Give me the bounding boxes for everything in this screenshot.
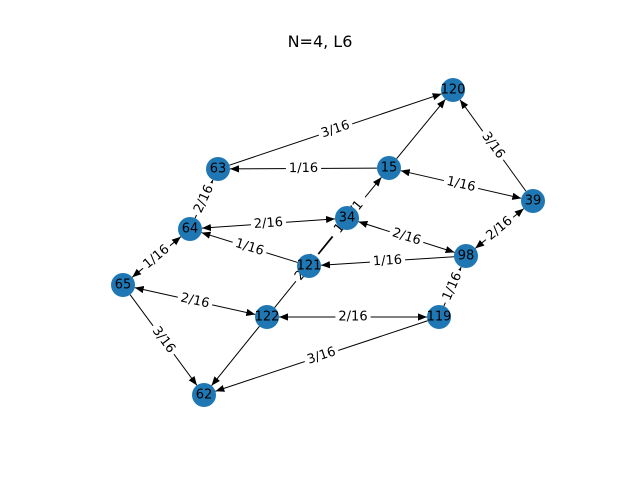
edge-label-background bbox=[442, 172, 480, 197]
edge-label: 2/16 bbox=[191, 183, 217, 216]
edge-label-background bbox=[480, 211, 519, 246]
node-34: 34 bbox=[335, 206, 359, 230]
node-label: 63 bbox=[210, 162, 227, 177]
edge-label-background bbox=[476, 126, 510, 165]
node-circle bbox=[377, 156, 401, 180]
edge-label-group: 1/16 bbox=[137, 239, 176, 275]
node-circle bbox=[441, 78, 465, 102]
node-circle bbox=[206, 157, 230, 181]
node-circle bbox=[111, 273, 135, 297]
node-98: 98 bbox=[454, 244, 478, 268]
edge-122-62 bbox=[211, 326, 260, 386]
edge-label: 2/16 bbox=[253, 215, 283, 232]
edge-label: 2/16 bbox=[338, 310, 367, 325]
edge-label-group: 2/16 bbox=[176, 289, 214, 313]
node-39: 39 bbox=[521, 189, 545, 213]
edge-label-group: 1/16 bbox=[369, 251, 406, 271]
node-circle bbox=[255, 305, 279, 329]
edge-label-background bbox=[335, 309, 371, 325]
edge-label-group: 3/16 bbox=[302, 342, 341, 370]
node-64: 64 bbox=[178, 217, 202, 241]
edge-label-group: 3/16 bbox=[146, 321, 181, 359]
edge-label: 1/16 bbox=[445, 174, 477, 195]
node-label: 62 bbox=[196, 388, 213, 403]
edge-label-background bbox=[176, 289, 214, 313]
edge-label-group: 3/16 bbox=[476, 126, 510, 165]
edge-label-group: 2/16 bbox=[250, 214, 287, 233]
edge-label-background bbox=[137, 239, 176, 275]
edge-15-120 bbox=[396, 98, 446, 160]
node-122: 122 bbox=[255, 305, 280, 329]
edge-label-group: 1/16 bbox=[442, 172, 480, 197]
node-label: 122 bbox=[255, 310, 280, 325]
nodes-layer: 120 63 15 39 64 34 98 121 65 122 119 62 bbox=[111, 78, 545, 407]
node-label: 15 bbox=[381, 161, 398, 176]
node-circle bbox=[297, 254, 321, 278]
node-119: 119 bbox=[427, 305, 452, 329]
edge-label-group: 2/16 bbox=[189, 179, 219, 219]
node-circle bbox=[521, 189, 545, 213]
edge-label-background bbox=[146, 321, 181, 359]
edge-label-group: 3/16 bbox=[316, 116, 355, 143]
edge-label-background bbox=[302, 342, 341, 370]
graph-title: N=4, L6 bbox=[287, 32, 353, 51]
edge-label-group: 1/16 bbox=[285, 160, 322, 177]
edge-label-group: 2/16 bbox=[387, 224, 426, 250]
node-label: 121 bbox=[297, 259, 322, 274]
node-15: 15 bbox=[377, 156, 401, 180]
node-label: 64 bbox=[182, 222, 199, 237]
node-label: 98 bbox=[458, 249, 475, 264]
node-circle bbox=[427, 305, 451, 329]
edge-label-background bbox=[230, 234, 269, 261]
node-label: 119 bbox=[427, 310, 452, 325]
edge-label: 1/16 bbox=[289, 161, 318, 176]
node-label: 120 bbox=[441, 83, 466, 98]
edge-label-background bbox=[285, 160, 322, 177]
edge-label-background bbox=[387, 224, 426, 250]
edge-label-background bbox=[369, 251, 406, 271]
edge-label: 2/16 bbox=[179, 291, 211, 312]
node-circle bbox=[192, 383, 216, 407]
node-label: 65 bbox=[115, 278, 132, 293]
edge-label-group: 2/16 bbox=[480, 211, 519, 246]
node-label: 34 bbox=[339, 211, 356, 226]
node-65: 65 bbox=[111, 273, 135, 297]
node-circle bbox=[335, 206, 359, 230]
edge-label-group: 2/16 bbox=[335, 309, 371, 325]
edge-label-background bbox=[438, 267, 467, 306]
node-circle bbox=[178, 217, 202, 241]
edge-label: 1/16 bbox=[440, 270, 466, 303]
edge-label-group: 1/16 bbox=[230, 234, 269, 261]
edge-label: 1/16 bbox=[372, 253, 402, 270]
node-121: 121 bbox=[297, 254, 322, 278]
node-63: 63 bbox=[206, 157, 230, 181]
node-circle bbox=[454, 244, 478, 268]
edge-label-group: 1/16 bbox=[438, 267, 467, 306]
node-120: 120 bbox=[441, 78, 466, 102]
edge-label-background bbox=[316, 116, 355, 143]
node-62: 62 bbox=[192, 383, 216, 407]
edge-label-background bbox=[189, 179, 219, 219]
edge-label-background bbox=[250, 214, 287, 233]
node-label: 39 bbox=[525, 194, 542, 209]
